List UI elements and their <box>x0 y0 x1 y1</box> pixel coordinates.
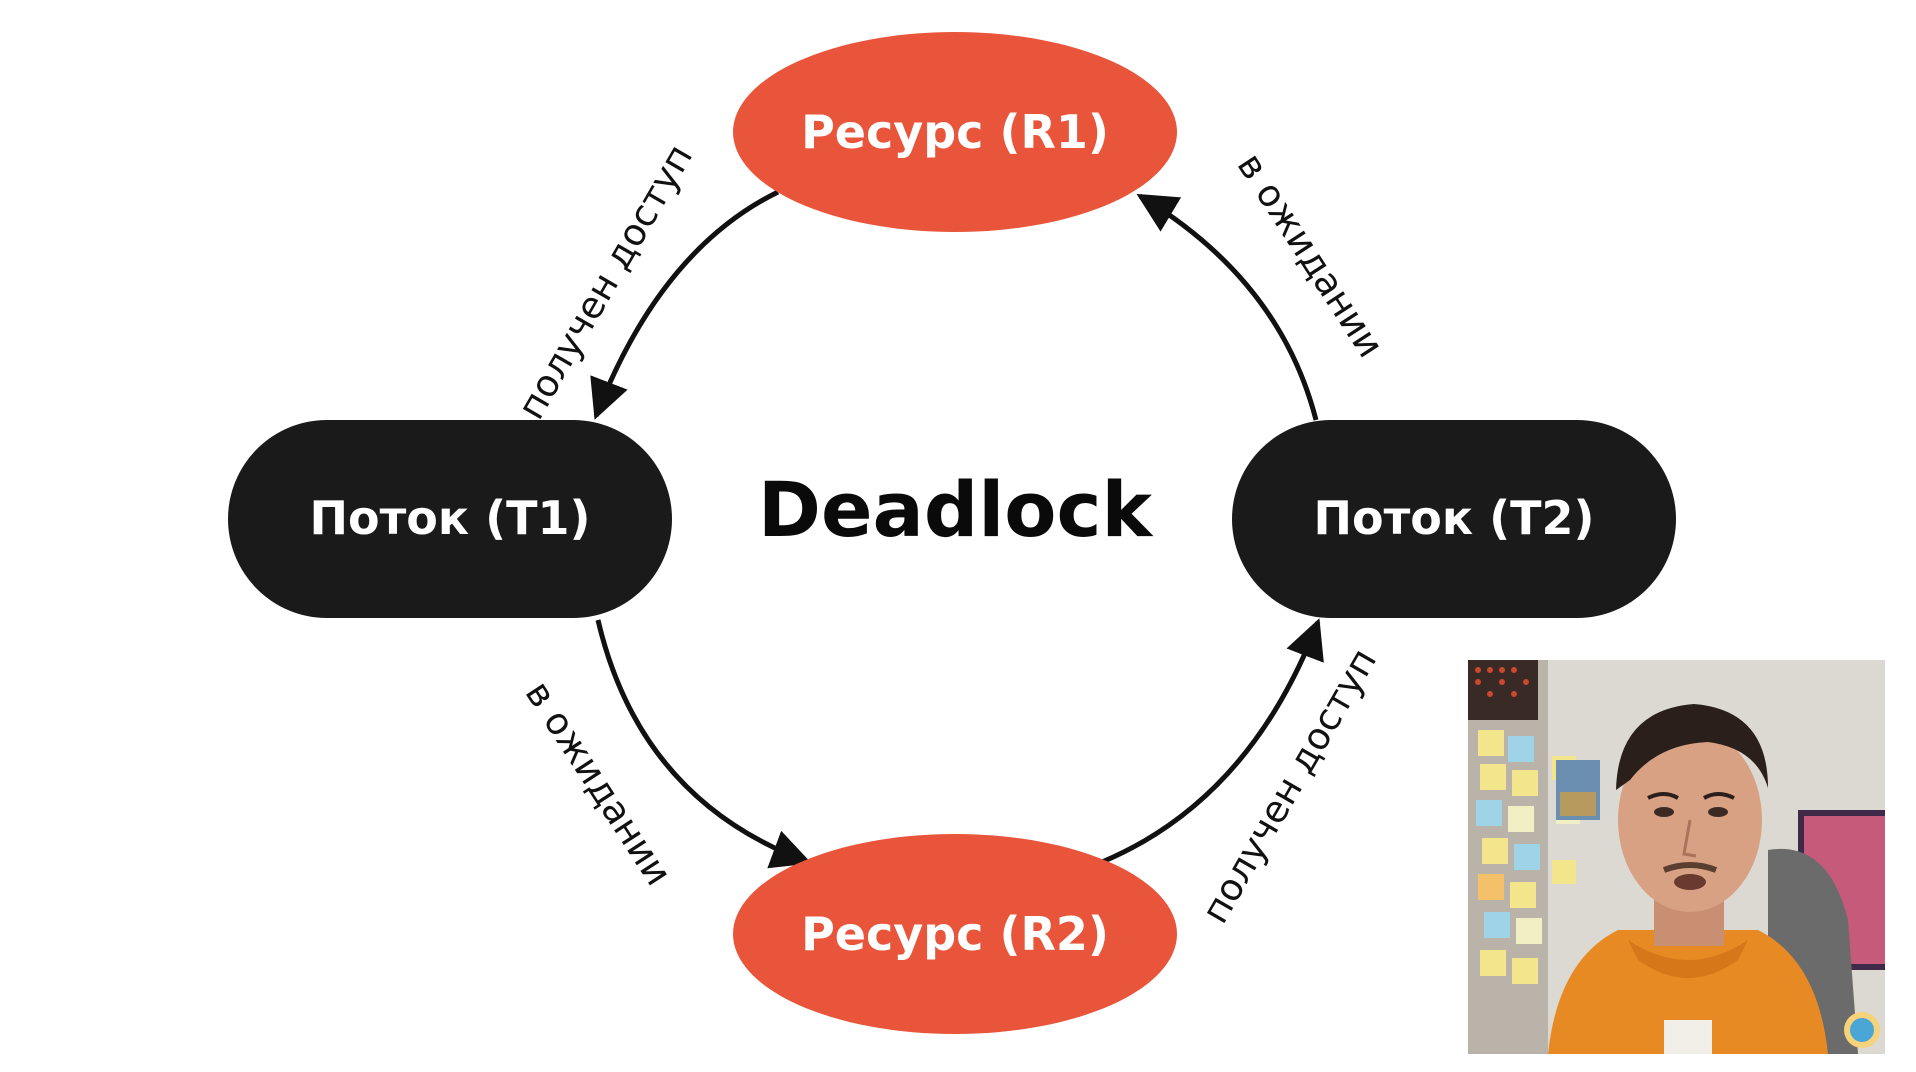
sticky-notes <box>1476 730 1580 984</box>
edge-label-t1-r2: в ожидании <box>517 673 681 893</box>
edge-arrow-r2-to-t2 <box>1101 618 1324 865</box>
resource-node-r2: Ресурс (R2) <box>733 834 1177 1034</box>
edge-arrow-t1-to-r2 <box>595 619 812 869</box>
resource-node-r1: Ресурс (R1) <box>733 32 1177 232</box>
edge-label-t2-r1: в ожидании <box>1229 145 1393 365</box>
thread-t2-label: Поток (T2) <box>1313 491 1594 545</box>
webcam-overlay <box>1468 660 1885 1054</box>
edge-arrow-t2-to-r1 <box>1136 193 1319 421</box>
edge-arrow-r1-to-t1 <box>590 189 780 420</box>
diagram-title: Deadlock <box>758 465 1154 554</box>
thread-node-t2: Поток (T2) <box>1232 420 1676 618</box>
thread-node-t1: Поток (T1) <box>228 420 672 618</box>
resource-r1-label: Ресурс (R1) <box>801 105 1109 159</box>
thread-t1-label: Поток (T1) <box>309 491 590 545</box>
resource-r2-label: Ресурс (R2) <box>801 907 1109 961</box>
presenter-video-frame <box>1468 660 1885 1054</box>
channel-logo-icon <box>1844 1012 1880 1048</box>
